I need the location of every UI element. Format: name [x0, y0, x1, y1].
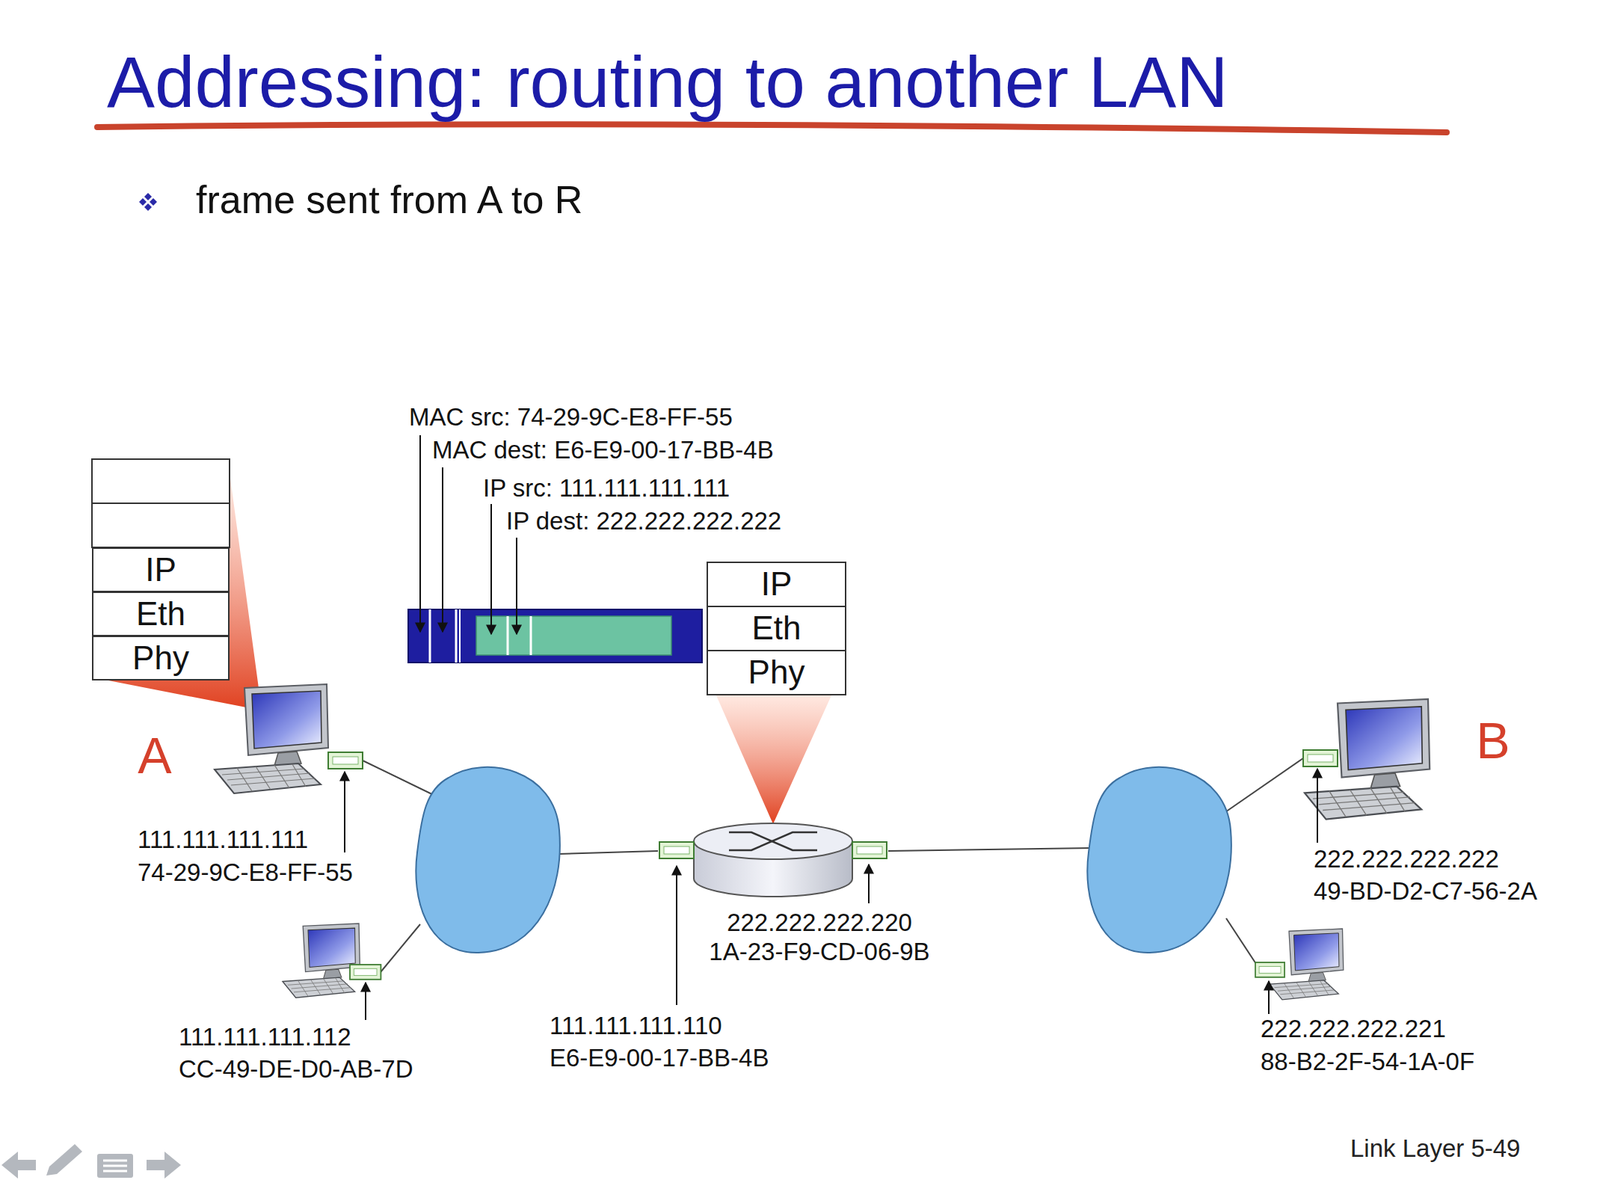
slide-title: Addressing: routing to another LAN	[106, 41, 1229, 124]
nav-icons	[1, 1143, 181, 1179]
mac-address: CC-49-DE-D0-AB-7D	[178, 1054, 414, 1084]
zoom-cone	[716, 695, 832, 824]
bullet	[139, 192, 158, 211]
ip-address: 111.111.111.111	[137, 825, 309, 854]
mac-address: 49-BD-D2-C7-56-2A	[1313, 877, 1538, 906]
link-wire	[362, 758, 1304, 972]
interface-card	[852, 841, 887, 859]
interface-card	[1303, 749, 1338, 767]
interface-card	[328, 752, 363, 769]
mac-address: 88-B2-2F-54-1A-0F	[1260, 1047, 1475, 1076]
ip-address: 222.222.222.222	[1313, 844, 1500, 874]
layer-name: Phy	[132, 640, 190, 676]
field-label: IP dest: 222.222.222.222	[506, 506, 782, 536]
protocol-layer: Eth	[91, 591, 230, 637]
lan-cloud	[415, 767, 560, 953]
mac-address: 1A-23-F9-CD-06-9B	[708, 937, 930, 966]
host-letter: A	[137, 725, 172, 785]
protocol-layer: Phy	[91, 635, 230, 681]
protocol-layer: Phy	[706, 649, 847, 696]
nav-icons	[103, 1160, 128, 1171]
bullet-text: frame sent from A to R	[195, 177, 583, 223]
field-label: MAC src: 74-29-9C-E8-FF-55	[408, 402, 733, 432]
ip-address: 111.111.111.110	[549, 1011, 723, 1040]
field-leader	[420, 435, 517, 635]
page-footer: Link Layer 5-49	[1350, 1134, 1520, 1163]
ip-address: 111.111.111.112	[178, 1022, 352, 1052]
host-letter: B	[1475, 711, 1510, 770]
ethernet-frame	[408, 609, 703, 663]
ip-address: 222.222.222.220	[726, 908, 913, 937]
interface-card	[1255, 962, 1285, 978]
router-symbol	[693, 823, 853, 897]
protocol-layer: Eth	[706, 605, 847, 652]
layer-name: IP	[761, 565, 793, 602]
protocol-layer: IP	[706, 561, 847, 608]
ip-address: 222.222.222.221	[1260, 1014, 1446, 1043]
layer-name: IP	[145, 551, 177, 588]
host-computer	[282, 923, 360, 998]
title-underline	[97, 124, 1447, 133]
layer-name: Phy	[748, 654, 806, 691]
interface-card	[659, 841, 694, 859]
mac-address: E6-E9-00-17-BB-4B	[549, 1043, 769, 1073]
field-label: IP src: 111.111.111.111	[482, 474, 730, 503]
layer-name: Eth	[751, 610, 801, 646]
stack-layer	[91, 459, 230, 504]
lan-cloud	[1087, 767, 1232, 953]
field-label: MAC dest: E6-E9-00-17-BB-4B	[432, 435, 774, 465]
protocol-layer: IP	[91, 547, 230, 593]
pointer-arrow	[344, 768, 1318, 1020]
interface-card	[349, 964, 381, 980]
mac-address: 74-29-9C-E8-FF-55	[137, 858, 353, 887]
host-computer	[214, 684, 329, 794]
stack-layer	[91, 503, 230, 548]
layer-name: Eth	[136, 595, 186, 632]
